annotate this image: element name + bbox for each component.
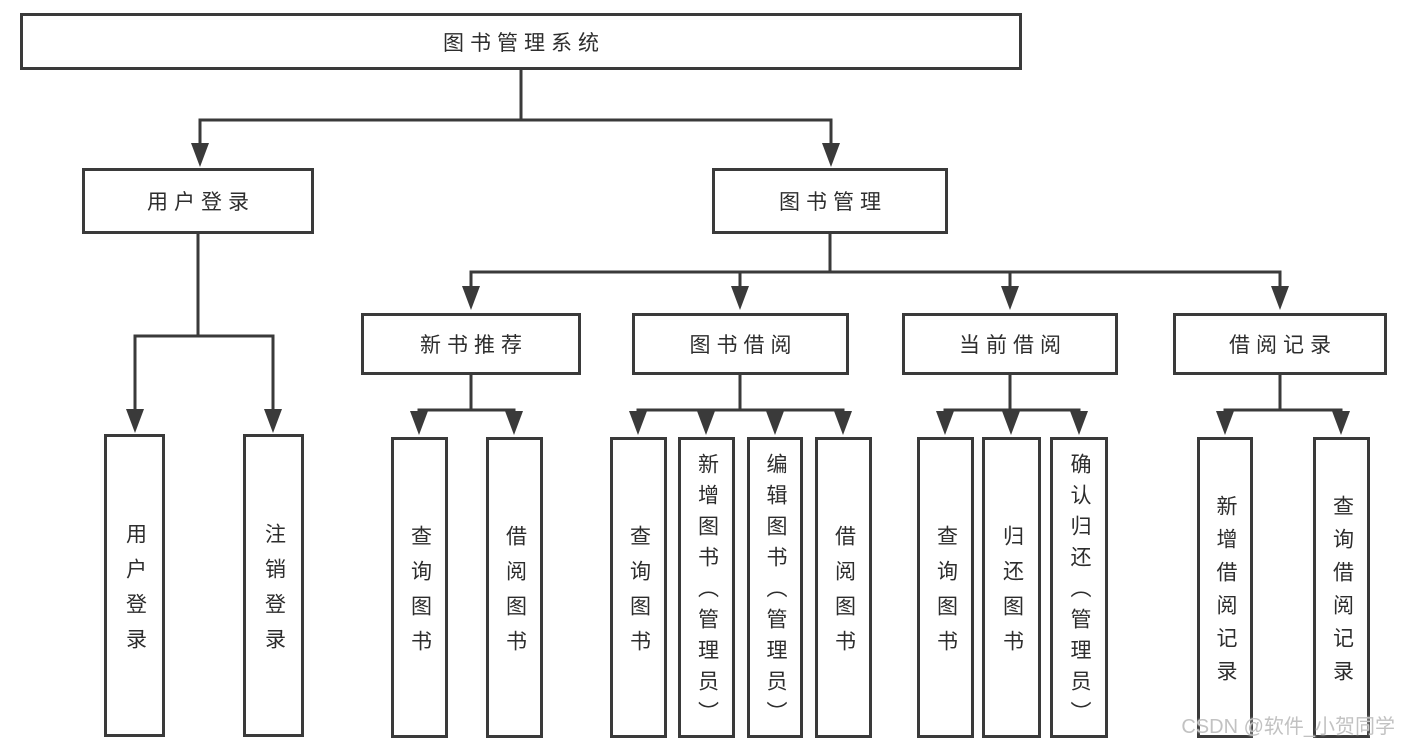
node-query-books-recommend-label: 查询图书 (408, 524, 432, 665)
node-query-books-recommend: 查询图书 (391, 437, 448, 738)
node-borrow-books-recommend: 借阅图书 (486, 437, 543, 738)
node-query-books-current: 查询图书 (917, 437, 974, 738)
node-add-book-admin-label: 新增图书（管理员） (695, 453, 719, 732)
arrowhead (462, 286, 480, 310)
arrowhead (936, 411, 954, 435)
arrowhead (822, 143, 840, 167)
node-book-management: 图书管理 (712, 168, 948, 234)
node-library-system-label: 图书管理系统 (443, 31, 605, 55)
node-query-borrow-record: 查询借阅记录 (1313, 437, 1370, 738)
node-edit-book-admin-label: 编辑图书（管理员） (764, 453, 787, 732)
arrowhead (1271, 286, 1289, 310)
arrowhead (834, 411, 852, 435)
node-add-borrow-record: 新增借阅记录 (1197, 437, 1253, 738)
arrowhead (697, 411, 715, 435)
connector-path (133, 68, 1343, 412)
node-new-book-recommendation: 新书推荐 (361, 313, 581, 375)
node-query-books-borrowing-label: 查询图书 (627, 524, 651, 665)
node-borrow-books-borrowing-label: 借阅图书 (832, 524, 856, 665)
node-new-book-recommendation-label: 新书推荐 (420, 334, 528, 357)
node-logout-label: 注销登录 (262, 522, 286, 663)
arrowhead (410, 411, 428, 435)
node-query-books-current-label: 查询图书 (934, 524, 958, 665)
node-book-management-label: 图书管理 (779, 191, 887, 214)
node-add-book-admin: 新增图书（管理员） (678, 437, 735, 738)
arrowhead (1002, 411, 1020, 435)
node-add-borrow-record-label: 新增借阅记录 (1214, 494, 1237, 693)
node-query-books-borrowing: 查询图书 (610, 437, 667, 738)
node-borrow-books-borrowing: 借阅图书 (815, 437, 872, 738)
node-borrowing-records: 借阅记录 (1173, 313, 1387, 375)
node-current-borrowing-label: 当前借阅 (959, 334, 1067, 357)
arrowhead (1070, 411, 1088, 435)
arrowhead (191, 143, 209, 167)
node-query-borrow-record-label: 查询借阅记录 (1330, 494, 1354, 693)
node-user-login: 用户登录 (82, 168, 314, 234)
node-login-label: 用户登录 (123, 522, 147, 663)
node-confirm-return-admin-label: 确认归还（管理员） (1068, 453, 1091, 732)
node-logout: 注销登录 (243, 434, 304, 737)
arrowhead (1001, 286, 1019, 310)
arrowhead (505, 411, 523, 435)
watermark: CSDN @软件_小贺同学 (1181, 716, 1395, 738)
node-book-borrowing: 图书借阅 (632, 313, 849, 375)
node-edit-book-admin: 编辑图书（管理员） (747, 437, 803, 738)
node-login: 用户登录 (104, 434, 165, 737)
arrowhead (1216, 411, 1234, 435)
arrowhead (629, 411, 647, 435)
node-confirm-return-admin: 确认归还（管理员） (1050, 437, 1108, 738)
arrowhead (766, 411, 784, 435)
node-borrowing-records-label: 借阅记录 (1229, 334, 1337, 357)
arrowhead (126, 409, 144, 433)
node-current-borrowing: 当前借阅 (902, 313, 1118, 375)
arrowhead (1332, 411, 1350, 435)
node-library-system: 图书管理系统 (20, 13, 1022, 70)
node-borrow-books-recommend-label: 借阅图书 (503, 524, 527, 665)
arrowhead (264, 409, 282, 433)
node-user-login-label: 用户登录 (147, 191, 255, 214)
node-return-book-label: 归还图书 (1000, 524, 1024, 665)
node-return-book: 归还图书 (982, 437, 1041, 738)
node-book-borrowing-label: 图书借阅 (689, 334, 798, 357)
arrowhead (731, 286, 749, 310)
